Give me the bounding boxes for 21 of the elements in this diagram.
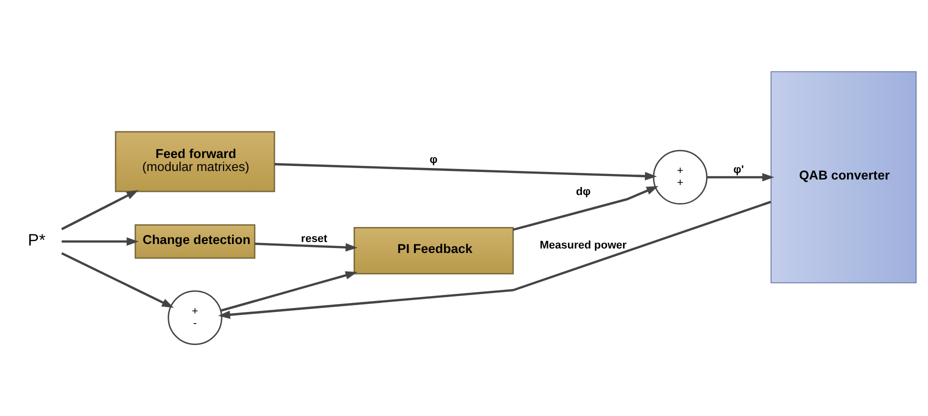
node-circle: + - — [168, 290, 222, 346]
arrow — [61, 252, 174, 308]
edge-label: reset — [301, 233, 328, 246]
node-box: Feed forward (modular matrixes) — [114, 131, 276, 192]
edge-label: dφ — [576, 186, 591, 198]
node-circle: + + — [652, 150, 708, 205]
arrow — [707, 173, 774, 182]
node-text: P* — [28, 230, 46, 250]
arrow — [220, 271, 358, 312]
node-box: QAB converter — [770, 71, 917, 284]
arrow — [274, 163, 657, 180]
arrow — [512, 186, 658, 231]
edge-label: φ' — [733, 164, 744, 176]
arrow — [61, 190, 139, 230]
node-box: Change detection — [134, 224, 256, 259]
arrow — [62, 237, 139, 246]
arrow — [254, 242, 358, 252]
edge-label: φ — [430, 154, 438, 166]
arrow — [218, 200, 772, 319]
node-box: PI Feedback — [354, 227, 514, 274]
edge-label: Measured power — [540, 239, 627, 252]
